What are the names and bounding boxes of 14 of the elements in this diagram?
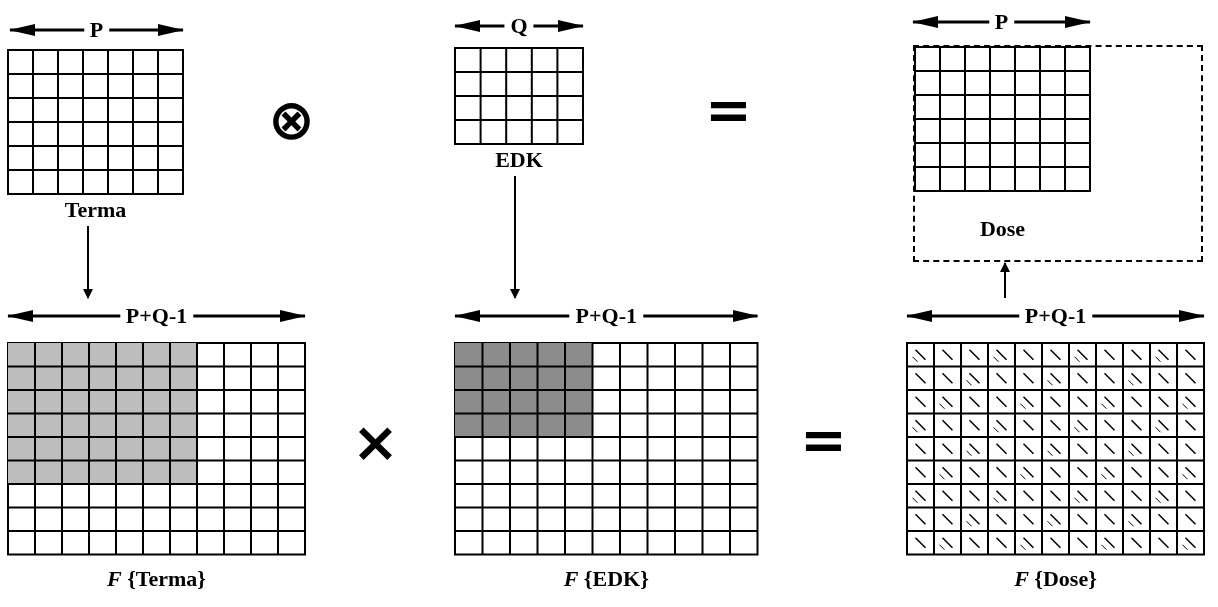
grid-caption: F {EDK} xyxy=(562,566,650,591)
grid-caption: F {Dose} xyxy=(1013,566,1098,591)
grid-caption: Dose xyxy=(978,217,1027,241)
operator-symbol: = xyxy=(800,412,847,468)
dashed-outline xyxy=(913,45,1203,262)
grid-caption: EDK xyxy=(494,148,544,172)
operator-symbol: × xyxy=(352,414,399,470)
arrow xyxy=(1000,262,1010,299)
operator-symbol: = xyxy=(705,82,752,138)
arrow xyxy=(510,175,520,299)
grid-caption: Terma xyxy=(63,198,128,222)
grid-caption: F {Terma} xyxy=(105,566,207,591)
operator-symbol: ⊗ xyxy=(268,92,315,148)
arrow xyxy=(83,225,93,299)
